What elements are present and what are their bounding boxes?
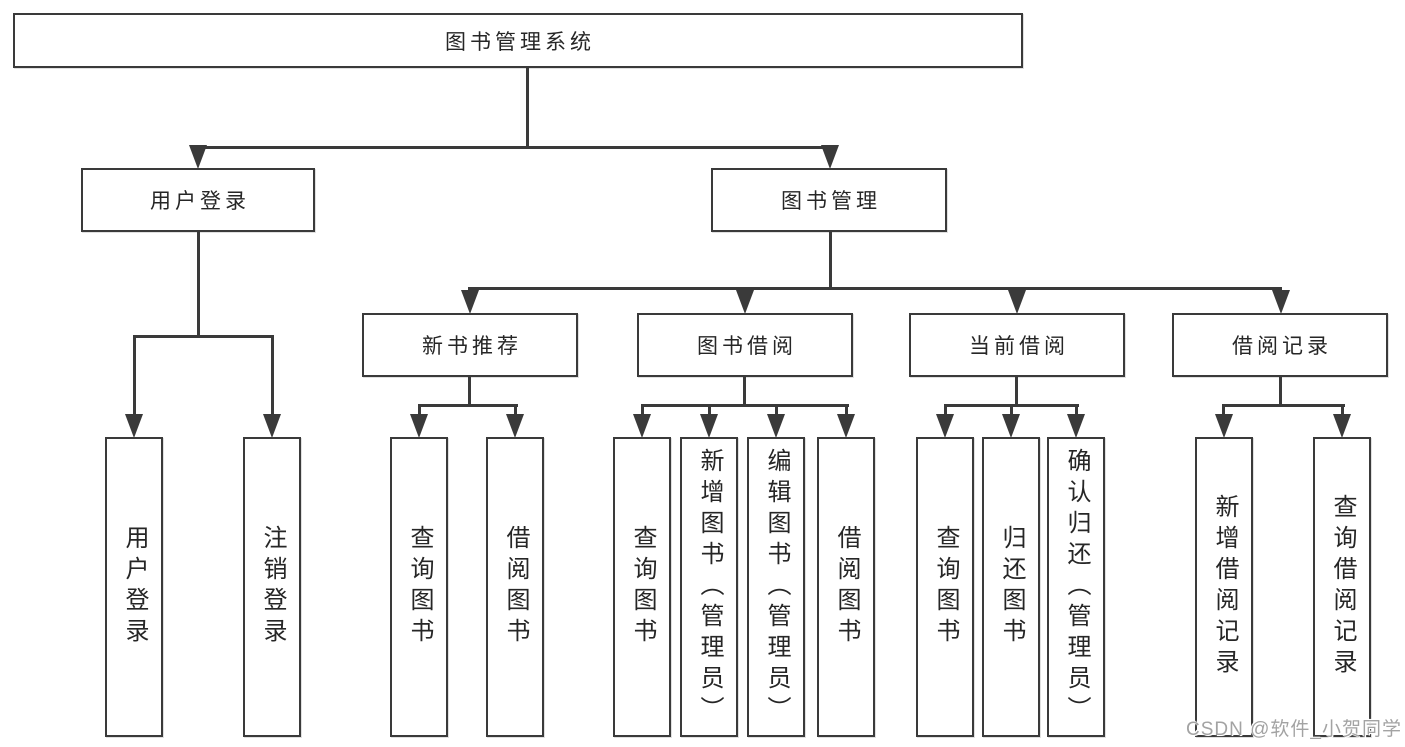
- leaf-query-borrow-record: 查询借阅记录: [1313, 437, 1371, 737]
- arrow-down-icon: [189, 145, 207, 169]
- connector-line: [708, 406, 711, 416]
- arrow-down-icon: [506, 414, 524, 438]
- arrow-down-icon: [125, 414, 143, 438]
- arrow-down-icon: [1215, 414, 1233, 438]
- node-new-book-recommend: 新书推荐: [362, 313, 578, 377]
- connector-line: [418, 406, 421, 416]
- connector-line: [1015, 377, 1018, 405]
- arrow-down-icon: [410, 414, 428, 438]
- arrow-down-icon: [736, 290, 754, 314]
- connector-line: [944, 404, 1079, 407]
- leaf-query-books: 查询图书: [613, 437, 671, 737]
- node-book-borrow: 图书借阅: [637, 313, 853, 377]
- connector-line: [1222, 406, 1225, 416]
- leaf-return-books: 归还图书: [982, 437, 1040, 737]
- leaf-add-borrow-record: 新增借阅记录: [1195, 437, 1253, 737]
- arrow-down-icon: [1333, 414, 1351, 438]
- connector-line: [133, 337, 136, 414]
- connector-line: [1341, 406, 1344, 416]
- leaf-borrow-books: 借阅图书: [486, 437, 544, 737]
- connector-line: [775, 406, 778, 416]
- csdn-watermark: CSDN @软件_小贺同学: [1186, 719, 1402, 740]
- connector-line: [468, 287, 1282, 290]
- leaf-query-books: 查询图书: [390, 437, 448, 737]
- arrow-down-icon: [263, 414, 281, 438]
- leaf-confirm-return-admin: 确认归还（管理员）: [1047, 437, 1105, 737]
- connector-line: [1279, 377, 1282, 405]
- node-user-login: 用户登录: [81, 168, 315, 232]
- connector-line: [829, 232, 832, 288]
- connector-line: [641, 404, 849, 407]
- connector-line: [468, 377, 471, 405]
- connector-line: [944, 406, 947, 416]
- arrow-down-icon: [767, 414, 785, 438]
- arrow-down-icon: [1002, 414, 1020, 438]
- connector-line: [526, 67, 529, 147]
- node-root: 图书管理系统: [13, 13, 1023, 68]
- connector-line: [641, 406, 644, 416]
- connector-line: [271, 337, 274, 414]
- connector-line: [197, 146, 832, 149]
- arrow-down-icon: [1272, 290, 1290, 314]
- connector-line: [133, 335, 274, 338]
- connector-line: [197, 232, 200, 336]
- node-current-borrow: 当前借阅: [909, 313, 1125, 377]
- connector-line: [1010, 406, 1013, 416]
- arrow-down-icon: [837, 414, 855, 438]
- leaf-borrow-books: 借阅图书: [817, 437, 875, 737]
- arrow-down-icon: [821, 145, 839, 169]
- connector-line: [743, 377, 746, 405]
- connector-line: [845, 406, 848, 416]
- arrow-down-icon: [633, 414, 651, 438]
- connector-line: [418, 404, 518, 407]
- arrow-down-icon: [700, 414, 718, 438]
- leaf-add-book-admin: 新增图书（管理员）: [680, 437, 738, 737]
- connector-line: [514, 406, 517, 416]
- connector-line: [1222, 404, 1345, 407]
- node-borrow-records: 借阅记录: [1172, 313, 1388, 377]
- connector-line: [1075, 406, 1078, 416]
- arrow-down-icon: [936, 414, 954, 438]
- leaf-query-books: 查询图书: [916, 437, 974, 737]
- leaf-user-login: 用户登录: [105, 437, 163, 737]
- node-book-management: 图书管理: [711, 168, 947, 232]
- leaf-edit-book-admin: 编辑图书（管理员）: [747, 437, 805, 737]
- arrow-down-icon: [461, 290, 479, 314]
- leaf-logout: 注销登录: [243, 437, 301, 737]
- arrow-down-icon: [1008, 290, 1026, 314]
- arrow-down-icon: [1067, 414, 1085, 438]
